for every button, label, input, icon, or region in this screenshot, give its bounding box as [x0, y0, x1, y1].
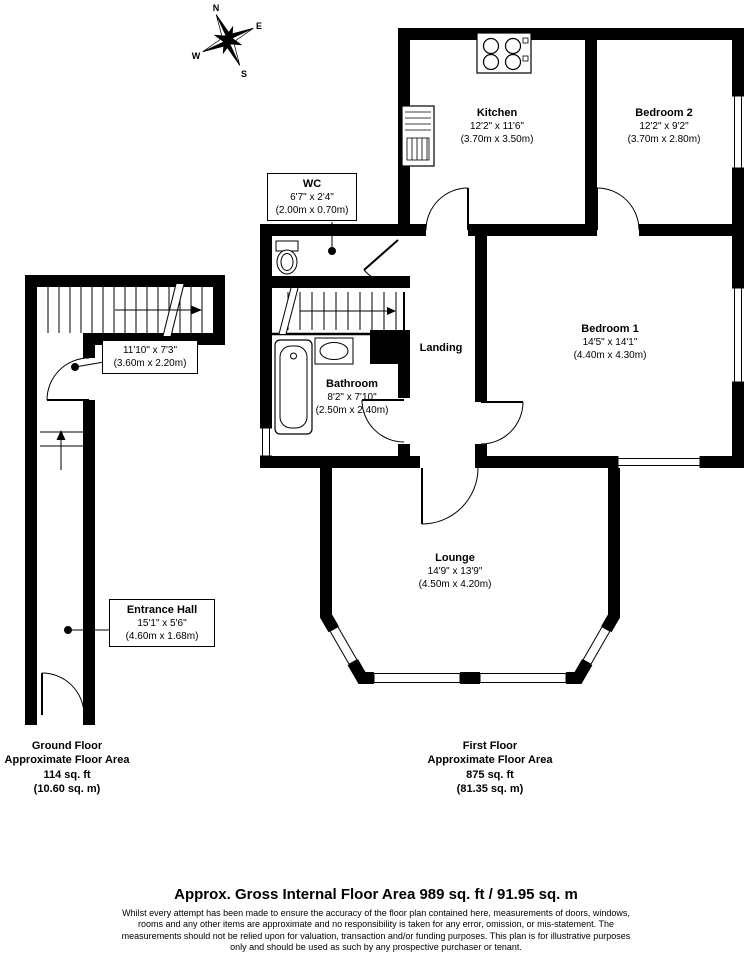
room-dims-metric: (3.70m x 2.80m) [627, 134, 701, 146]
first-floor-summary: First Floor Approximate Floor Area 875 s… [388, 739, 592, 796]
disclaimer: Whilst every attempt has been made to en… [0, 908, 752, 953]
floor-area-m: (81.35 sq. m) [456, 782, 524, 795]
room-dims-metric: (2.50m x 2.40m) [315, 405, 389, 417]
compass-e: E [256, 21, 262, 31]
compass-labels: N E S W [192, 3, 262, 79]
room-dims-imperial: 15'1" x 5'6" [137, 618, 187, 630]
compass-s: S [241, 69, 247, 79]
disclaimer-line: rooms and any other items are approximat… [137, 919, 615, 930]
toilet-icon [275, 240, 299, 275]
boiler-icon [401, 105, 435, 167]
room-dims-imperial: 12'2" x 9'2" [639, 121, 689, 133]
room-dims-imperial: 11'10" x 7'3" [122, 345, 178, 356]
room-dims-metric: (2.00m x 0.70m) [275, 205, 349, 217]
gross-area-title: Approx. Gross Internal Floor Area 989 sq… [174, 886, 578, 903]
bathroom-label: Bathroom 8'2" x 7'10" (2.50m x 2.40m) [252, 377, 452, 417]
window-icons [260, 95, 744, 468]
room-name: Entrance Hall [126, 604, 198, 616]
kitchen-label: Kitchen 12'2" x 11'6" (3.70m x 3.50m) [397, 106, 597, 146]
compass-rose-icon [202, 14, 254, 66]
sink-icon [314, 337, 354, 365]
room-dims-metric: (3.70m x 3.50m) [460, 134, 534, 146]
floor-area-ft: 114 sq. ft [43, 768, 91, 781]
label-leaders [64, 222, 336, 634]
room-dims-imperial: 6'7" x 2'4" [290, 192, 334, 204]
compass-w: W [192, 51, 201, 61]
first-floor-stairs [278, 287, 397, 335]
room-dims-imperial: 14'9" x 13'9" [427, 566, 483, 578]
room-dims-metric: (4.40m x 4.30m) [573, 350, 647, 362]
room-dims-imperial: 8'2" x 7'10" [327, 392, 377, 404]
ground-floor-doors [40, 357, 90, 716]
room-dims-metric: (3.60m x 2.20m) [113, 358, 187, 369]
room-name: Kitchen [476, 107, 518, 119]
floor-subtitle: Approximate Floor Area [4, 754, 130, 767]
bay-window-icons [328, 625, 612, 685]
thin-partitions [272, 292, 405, 336]
stairs-area-label-box: 11'10" x 7'3" (3.60m x 2.20m) [102, 340, 198, 374]
stove-icon [476, 32, 532, 74]
disclaimer-line: Whilst every attempt has been made to en… [122, 908, 630, 918]
bedroom1-label: Bedroom 1 14'5" x 14'1" (4.40m x 4.30m) [510, 322, 710, 362]
ground-floor-stairs [47, 283, 203, 337]
room-dims-metric: (4.50m x 4.20m) [418, 579, 492, 591]
compass-n: N [213, 3, 220, 13]
floor-area-m: (10.60 sq. m) [33, 782, 101, 795]
room-dims-imperial: 14'5" x 14'1" [582, 337, 638, 349]
room-name: Landing [419, 342, 463, 354]
room-name: Bathroom [326, 378, 378, 390]
room-name: Bedroom 2 [635, 107, 693, 119]
ground-floor-summary: Ground Floor Approximate Floor Area 114 … [0, 739, 134, 796]
landing-label: Landing [341, 341, 541, 355]
disclaimer-line: measurements should not be relied upon f… [121, 930, 631, 941]
bath-icon [274, 339, 313, 435]
room-name: WC [302, 178, 322, 190]
ground-floor-walls [25, 275, 225, 725]
room-name: Bedroom 1 [581, 323, 639, 335]
floor-subtitle: Approximate Floor Area [427, 754, 553, 767]
room-dims-metric: (4.60m x 1.68m) [125, 631, 199, 643]
door-icons [361, 187, 640, 525]
room-name: Lounge [435, 552, 475, 564]
bedroom2-label: Bedroom 2 12'2" x 9'2" (3.70m x 2.80m) [564, 106, 752, 146]
floor-title: First Floor [462, 740, 518, 752]
bay-window-wall [320, 610, 620, 684]
room-dims-imperial: 12'2" x 11'6" [469, 121, 525, 133]
disclaimer-line: only and should be used as such by any p… [230, 941, 522, 952]
floor-title: Ground Floor [31, 740, 103, 752]
entrance-hall-label-box: Entrance Hall 15'1" x 5'6" (4.60m x 1.68… [109, 599, 215, 648]
wc-label-box: WC 6'7" x 2'4" (2.00m x 0.70m) [267, 173, 357, 222]
first-floor-walls [260, 28, 744, 616]
lounge-label: Lounge 14'9" x 13'9" (4.50m x 4.20m) [355, 551, 555, 591]
floor-area-ft: 875 sq. ft [466, 768, 514, 781]
